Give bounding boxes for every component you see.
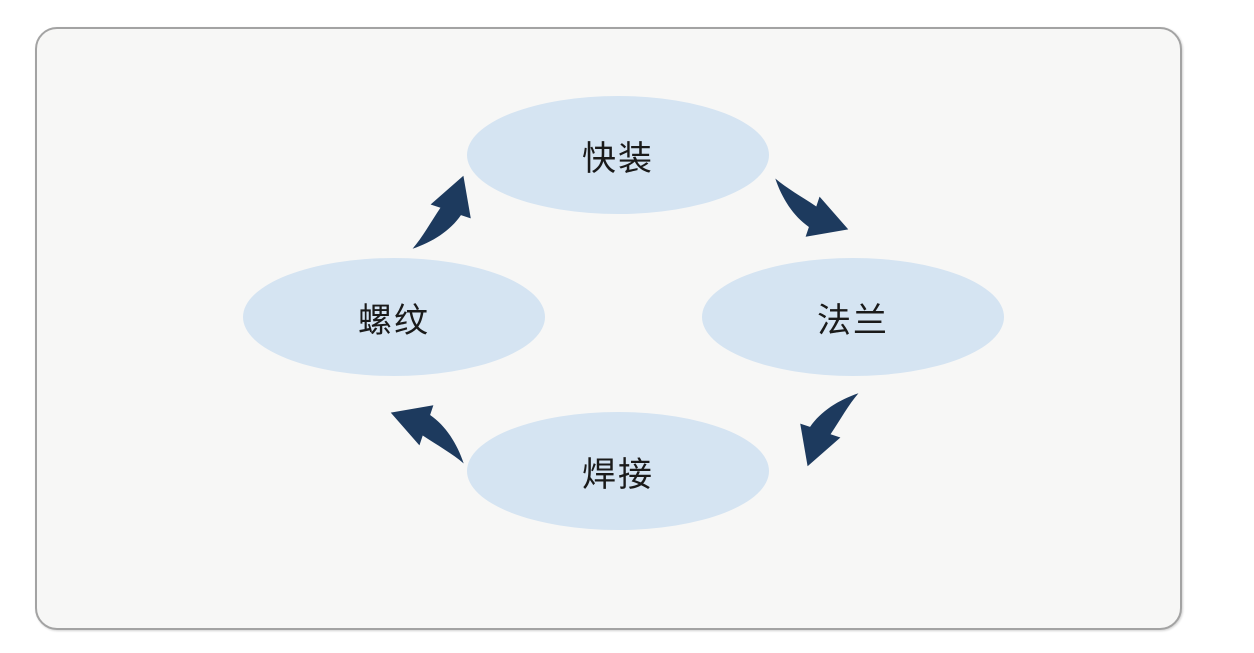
cycle-node-bottom: 焊接	[467, 412, 769, 530]
cycle-node-right-label: 法兰	[817, 301, 889, 340]
cycle-node-bottom-label: 焊接	[582, 455, 654, 494]
cycle-node-top-label: 快装	[582, 139, 654, 178]
curved-arrow-icon-bottom-to-left	[385, 388, 467, 470]
cycle-node-left-label: 螺纹	[358, 301, 430, 340]
curved-arrow-icon-top-to-right	[772, 172, 854, 254]
cycle-node-left: 螺纹	[243, 258, 545, 376]
cycle-node-right: 法兰	[702, 258, 1004, 376]
curved-arrow-icon-left-to-top	[406, 170, 488, 252]
cycle-node-top: 快装	[467, 96, 769, 214]
curved-arrow-icon-right-to-bottom	[783, 390, 865, 472]
